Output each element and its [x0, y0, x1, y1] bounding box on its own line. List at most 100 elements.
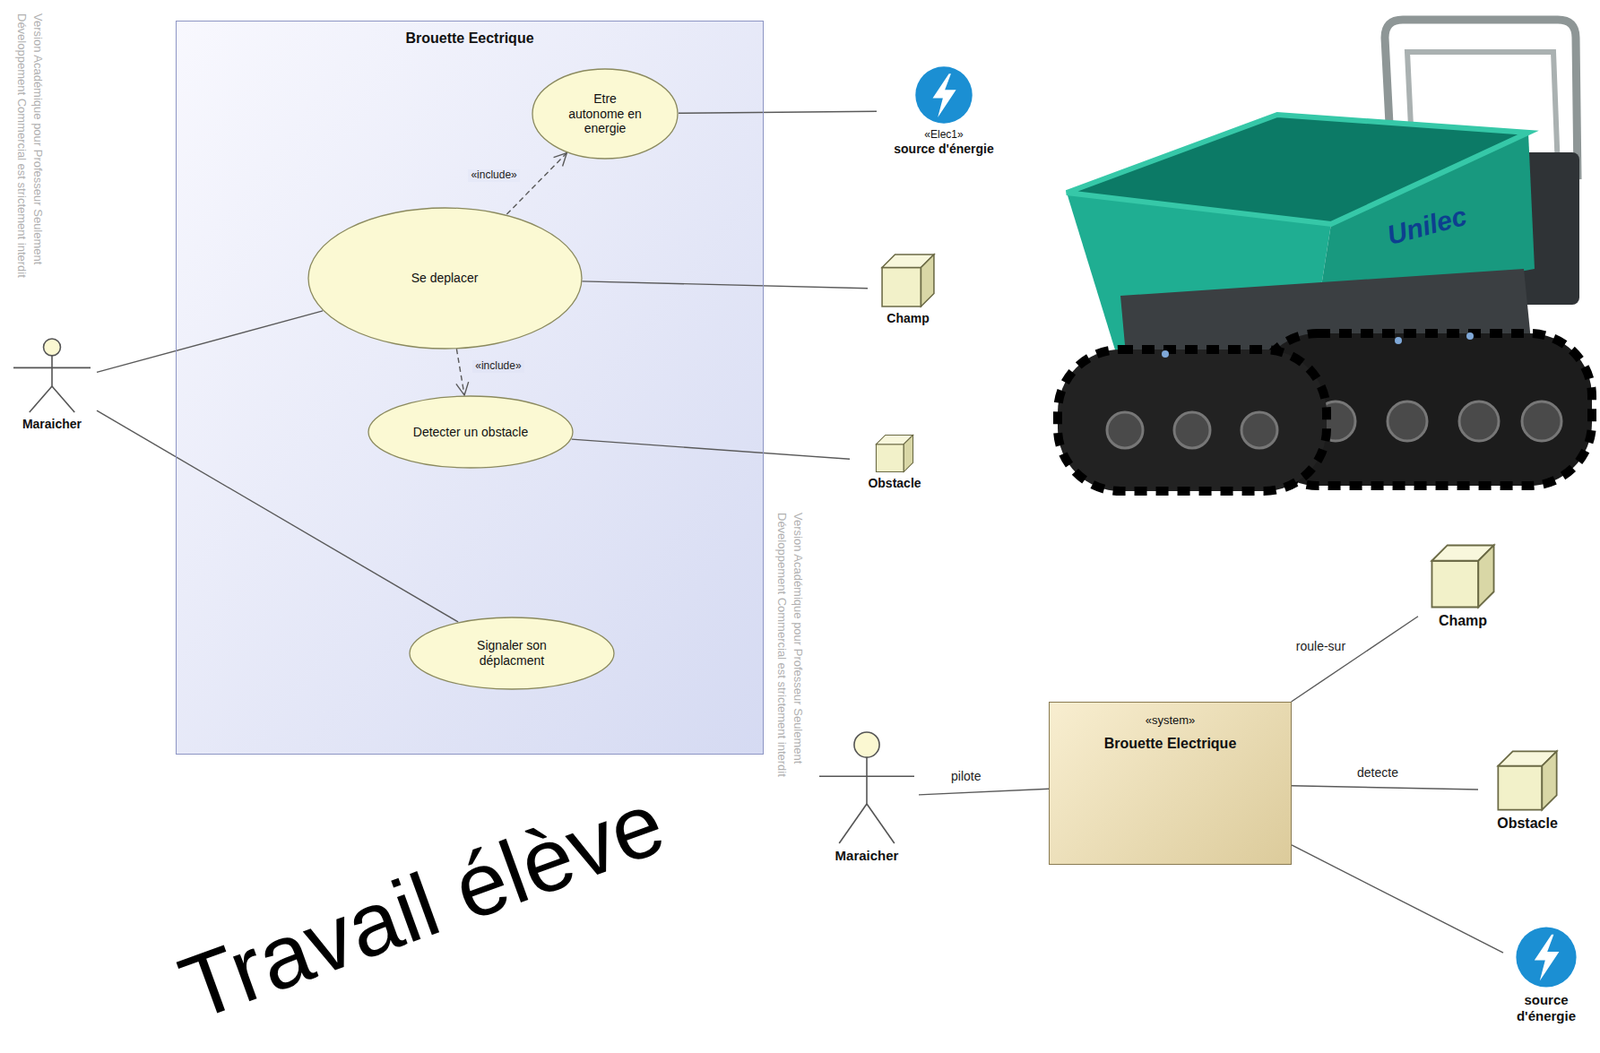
- front-track-tread: [1057, 349, 1327, 492]
- association-line: [581, 281, 868, 289]
- student-work-stamp: Travail élève: [168, 777, 674, 1035]
- lightning-bolt: [1534, 934, 1560, 982]
- association-line: [1291, 616, 1419, 702]
- icon-label: source d'énergie: [876, 141, 1012, 157]
- actor-body: [51, 355, 53, 387]
- cube-side: [1478, 544, 1494, 607]
- icon-label: Obstacle: [1478, 814, 1577, 832]
- association-line: [1291, 786, 1479, 790]
- block-icon: Champ: [867, 252, 949, 327]
- association-line: [96, 311, 323, 372]
- connector-path: [506, 153, 567, 216]
- use-case-shape: [308, 207, 582, 349]
- icon-label: Champ: [867, 311, 949, 327]
- cube-icon: [880, 252, 936, 309]
- cube-icon: [1429, 543, 1497, 610]
- connector-path: [571, 439, 850, 459]
- cube-side: [1541, 751, 1557, 810]
- watermark: Développement Commercial est strictement…: [774, 512, 789, 778]
- cube-side: [903, 434, 913, 472]
- system-name: Brouette Electrique: [1104, 735, 1237, 753]
- use-case-ellipse: Signaler son déplacment: [408, 616, 615, 691]
- connector-path: [678, 111, 877, 113]
- cube-icon: [1496, 749, 1559, 813]
- energy-source: «Elec1»source d'énergie: [876, 64, 1012, 157]
- energy-icon: [1513, 925, 1579, 990]
- use-case-shape: [532, 69, 678, 159]
- connector-path: [581, 281, 868, 289]
- track-wheel: [1107, 412, 1143, 449]
- cube-front: [1431, 561, 1479, 608]
- use-case-ellipse: Detecter un obstacle: [367, 395, 574, 469]
- track-wheel: [1459, 401, 1499, 442]
- lightning-bolt: [933, 73, 957, 118]
- bolt-dot: [1394, 337, 1402, 345]
- cube-front: [875, 444, 904, 473]
- connector-path: [96, 311, 323, 372]
- use-case-ellipse: Se deplacer: [307, 207, 583, 350]
- boundary-title: Brouette Eectrique: [176, 29, 763, 47]
- dumper-illustration: [1057, 19, 1592, 492]
- watermark: Version Académique pour Professeur Seule…: [790, 512, 805, 764]
- icon-label: Champ: [1418, 612, 1508, 630]
- connector-path: [1291, 845, 1504, 953]
- connector-path: [1291, 786, 1479, 790]
- use-case-label: Etre autonome en energie: [564, 91, 646, 137]
- association-line: [1291, 845, 1504, 953]
- edge-label: detecte: [1354, 765, 1402, 780]
- bolt-dot: [1161, 350, 1169, 358]
- actor: Maraicher: [7, 337, 97, 433]
- use-case-label: Signaler son déplacment: [444, 638, 580, 669]
- cube-front: [1497, 766, 1542, 811]
- association-line: [571, 439, 850, 459]
- track-wheel: [1174, 412, 1211, 449]
- actor-leg: [866, 804, 895, 844]
- edge-label: «include»: [467, 169, 519, 182]
- track-wheel: [1522, 401, 1562, 442]
- energy-disc: [1515, 926, 1576, 987]
- system-boundary: Brouette EectriqueEtre autonome en energ…: [175, 20, 764, 755]
- use-case-label: Detecter un obstacle: [413, 424, 528, 441]
- actor-name: Maraicher: [7, 416, 97, 433]
- actor-body: [865, 757, 868, 805]
- actor-head: [854, 732, 880, 758]
- actor-arms: [13, 367, 91, 370]
- association-line: [506, 153, 567, 216]
- cube-front: [882, 268, 921, 307]
- actor-leg: [838, 804, 867, 844]
- edge-label: «include»: [472, 360, 524, 373]
- system-block: «system» Brouette Electrique: [1048, 701, 1292, 865]
- actor-leg: [29, 386, 52, 413]
- actor-head: [43, 338, 61, 356]
- use-case-ellipse: Etre autonome en energie: [531, 68, 679, 160]
- connector-path: [1291, 616, 1419, 702]
- connector-path: [456, 348, 465, 396]
- watermark: Version Académique pour Professeur Seule…: [30, 13, 45, 265]
- arrow-head: [456, 381, 469, 396]
- actor: Maraicher: [814, 730, 919, 865]
- energy-disc: [915, 66, 972, 123]
- system-boundary-fill: [175, 20, 764, 755]
- icon-label: «Elec1»: [876, 128, 1012, 141]
- front-track: [1057, 349, 1327, 492]
- block-icon: Obstacle: [849, 433, 940, 492]
- energy-source: source d'énergie: [1503, 925, 1590, 1025]
- actor-figure: [11, 337, 93, 415]
- use-case-shape: [409, 617, 615, 690]
- association-line: [678, 111, 877, 113]
- icon-label: Obstacle: [849, 475, 940, 492]
- track-wheel: [1241, 412, 1278, 449]
- use-case-shape: [368, 396, 573, 468]
- bolt-dot: [1466, 332, 1474, 340]
- arrow-head: [553, 153, 568, 167]
- association-line: [918, 788, 1049, 796]
- actor-arms: [819, 775, 915, 778]
- actor-figure: [817, 730, 917, 846]
- block-icon: Champ: [1418, 543, 1508, 630]
- actor-name: Maraicher: [814, 847, 919, 865]
- cube-side: [920, 254, 934, 307]
- edge-label: pilote: [948, 769, 984, 784]
- stereotype-label: «system»: [1145, 713, 1196, 728]
- association-line: [456, 348, 469, 396]
- track-wheel: [1387, 401, 1428, 442]
